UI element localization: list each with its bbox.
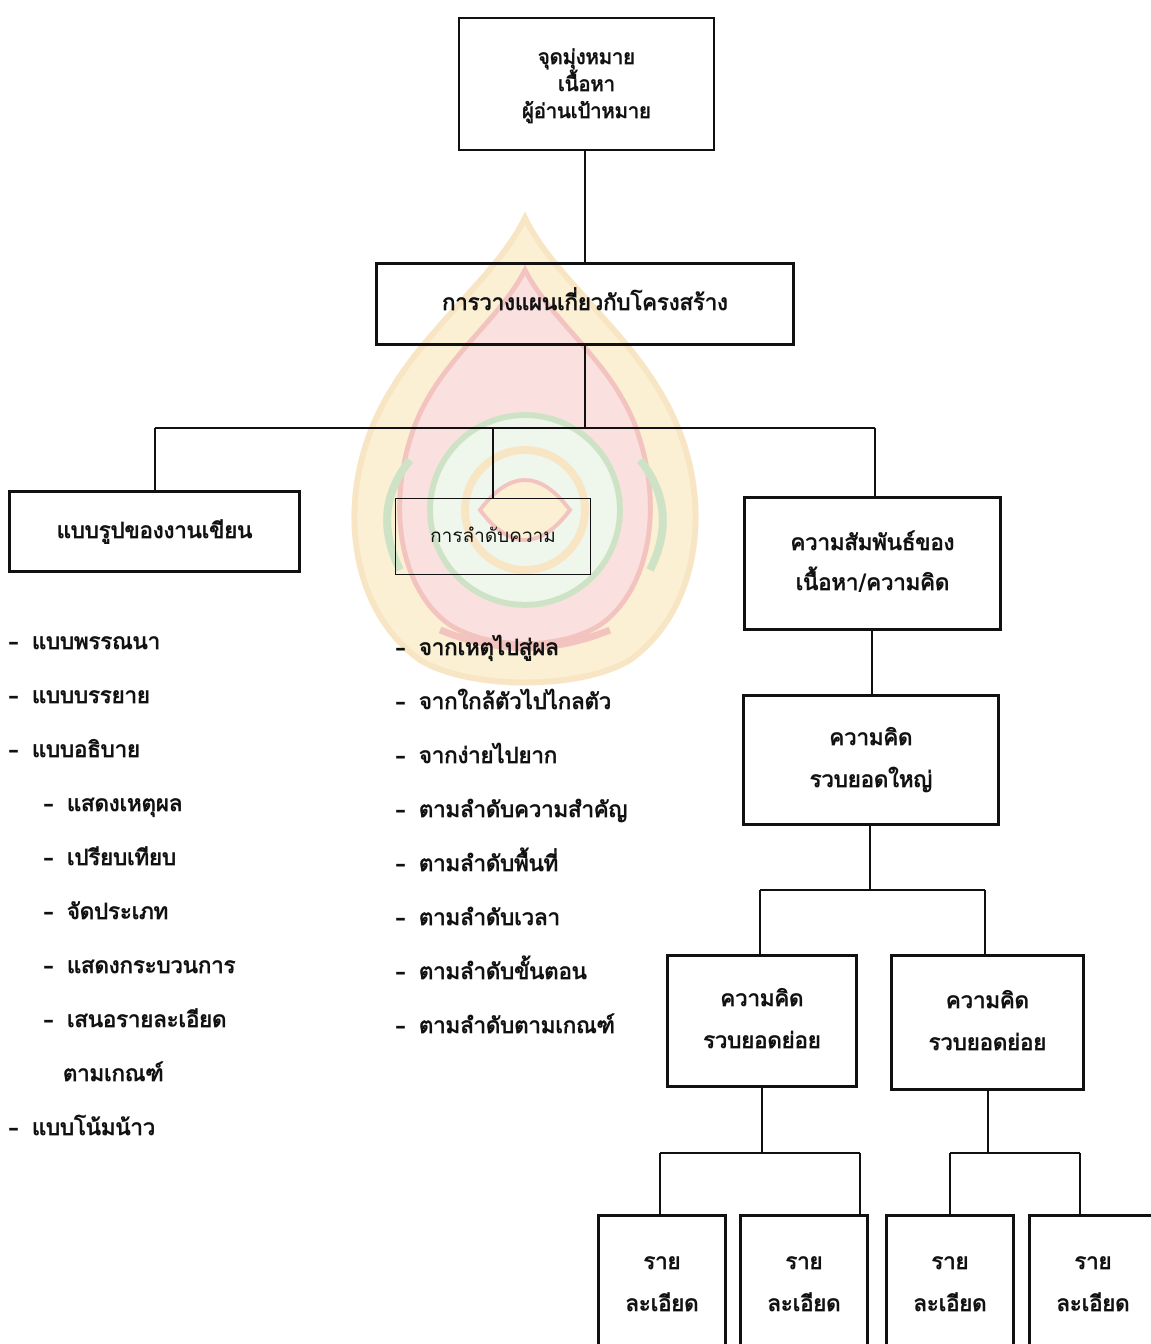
list-dash: – xyxy=(8,683,19,709)
list-item-text: แสดงกระบวนการ xyxy=(67,953,236,979)
box-line: ราย xyxy=(931,1249,969,1276)
ordering-box: การลำดับความ xyxy=(395,498,591,575)
list-dash: – xyxy=(43,845,54,871)
list-item-text: จากเหตุไปสู่ผล xyxy=(419,635,559,661)
box-label: แบบรูปของงานเขียน xyxy=(56,517,253,544)
box-label: การวางแผนเกี่ยวกับโครงสร้าง xyxy=(442,290,728,317)
ordering-method-list: –จากเหตุไปสู่ผล–จากใกล้ตัวไปไกลตัว–จากง่… xyxy=(395,621,627,1053)
box-line: เนื้อหา/ความคิด xyxy=(795,569,950,596)
list-item-text: แบบบรรยาย xyxy=(32,683,150,709)
list-dash: – xyxy=(395,905,406,931)
writing-form-list: –แบบพรรณนา–แบบบรรยาย–แบบอธิบาย–แสดงเหตุผ… xyxy=(8,615,235,1155)
list-item-text: ตามลำดับความสำคัญ xyxy=(419,797,628,823)
box-line: ละเอียด xyxy=(625,1291,699,1317)
list-item: –ตามลำดับเวลา xyxy=(395,891,627,945)
list-dash: – xyxy=(395,635,406,661)
list-item: –ตามลำดับตามเกณฑ์ xyxy=(395,999,627,1053)
list-item-text: ตามลำดับเวลา xyxy=(419,905,560,931)
list-dash: – xyxy=(395,689,406,715)
detail-box: ราย ละเอียด xyxy=(885,1214,1015,1344)
writing-form-box: แบบรูปของงานเขียน xyxy=(8,490,301,573)
list-item-text: แบบพรรณนา xyxy=(32,629,161,655)
list-dash: – xyxy=(395,797,406,823)
list-dash: – xyxy=(43,1007,54,1033)
list-dash: – xyxy=(8,737,19,763)
box-line: ราย xyxy=(785,1249,823,1276)
box-line: ความคิด xyxy=(946,987,1029,1014)
list-dash: – xyxy=(43,953,54,979)
box-line: จุดมุ่งหมาย xyxy=(538,44,635,69)
box-label: การลำดับความ xyxy=(430,524,556,547)
sub-concept-box: ความคิด รวบยอดย่อย xyxy=(666,954,858,1088)
list-item: –แบบบรรยาย xyxy=(8,669,235,723)
structure-planning-box: การวางแผนเกี่ยวกับโครงสร้าง xyxy=(375,262,795,346)
list-item: –แบบพรรณนา xyxy=(8,615,235,669)
detail-box: ราย ละเอียด xyxy=(739,1214,869,1344)
list-item-text: จากง่ายไปยาก xyxy=(419,743,558,769)
list-item-text: แสดงเหตุผล xyxy=(67,791,183,817)
box-line: ราย xyxy=(643,1249,681,1276)
list-item: –จัดประเภท xyxy=(8,885,235,939)
list-dash: – xyxy=(8,1115,19,1141)
detail-box: ราย ละเอียด xyxy=(1028,1214,1151,1344)
detail-box: ราย ละเอียด xyxy=(597,1214,727,1344)
list-item: –ตามลำดับความสำคัญ xyxy=(395,783,627,837)
sub-concept-box: ความคิด รวบยอดย่อย xyxy=(890,954,1085,1091)
list-item: –จากเหตุไปสู่ผล xyxy=(395,621,627,675)
list-item: ตามเกณฑ์ xyxy=(8,1047,235,1101)
list-item-text: แบบโน้มน้าว xyxy=(32,1115,156,1141)
list-item-text: ตามลำดับพื้นที่ xyxy=(419,851,559,877)
box-line: เนื้อหา xyxy=(558,71,615,96)
list-item-text: เสนอรายละเอียด xyxy=(67,1007,227,1033)
box-line: ผู้อ่านเป้าหมาย xyxy=(522,98,651,123)
box-line: รวบยอดย่อย xyxy=(703,1028,821,1054)
list-item-text: แบบอธิบาย xyxy=(32,737,140,763)
box-line: ความสัมพันธ์ของ xyxy=(790,529,955,556)
list-dash: – xyxy=(8,629,19,655)
list-item-text: เปรียบเทียบ xyxy=(67,845,177,871)
main-concept-box: ความคิด รวบยอดใหญ่ xyxy=(742,694,1000,826)
list-dash: – xyxy=(395,959,406,985)
list-item: –เสนอรายละเอียด xyxy=(8,993,235,1047)
list-item: –จากใกล้ตัวไปไกลตัว xyxy=(395,675,627,729)
list-item-text: ตามลำดับตามเกณฑ์ xyxy=(419,1013,615,1039)
list-item: –แสดงกระบวนการ xyxy=(8,939,235,993)
list-item: –แบบอธิบาย xyxy=(8,723,235,777)
list-dash: – xyxy=(43,899,54,925)
list-dash: – xyxy=(395,1013,406,1039)
box-line: ราย xyxy=(1074,1249,1112,1276)
list-item-text: จากใกล้ตัวไปไกลตัว xyxy=(419,689,612,715)
list-item: –แบบโน้มน้าว xyxy=(8,1101,235,1155)
box-line: รวบยอดย่อย xyxy=(928,1029,1047,1056)
list-item-text: ตามเกณฑ์ xyxy=(63,1061,164,1087)
box-line: ละเอียด xyxy=(1056,1291,1130,1317)
box-line: ละเอียด xyxy=(913,1291,987,1317)
box-line: ความคิด xyxy=(720,986,804,1013)
list-item: –เปรียบเทียบ xyxy=(8,831,235,885)
list-item-text: ตามลำดับขั้นตอน xyxy=(419,959,587,985)
box-line: ความคิด xyxy=(829,725,913,752)
goal-content-audience-box: จุดมุ่งหมาย เนื้อหา ผู้อ่านเป้าหมาย xyxy=(458,17,715,151)
list-dash: – xyxy=(395,743,406,769)
box-line: รวบยอดใหญ่ xyxy=(809,767,933,793)
list-dash: – xyxy=(395,851,406,877)
list-item: –จากง่ายไปยาก xyxy=(395,729,627,783)
list-item: –ตามลำดับพื้นที่ xyxy=(395,837,627,891)
box-line: ละเอียด xyxy=(767,1291,841,1317)
list-dash: – xyxy=(43,791,54,817)
list-item: –แสดงเหตุผล xyxy=(8,777,235,831)
emblem-watermark xyxy=(351,211,699,686)
list-item-text: จัดประเภท xyxy=(67,899,169,925)
content-relation-box: ความสัมพันธ์ของ เนื้อหา/ความคิด xyxy=(743,496,1002,631)
list-item: –ตามลำดับขั้นตอน xyxy=(395,945,627,999)
